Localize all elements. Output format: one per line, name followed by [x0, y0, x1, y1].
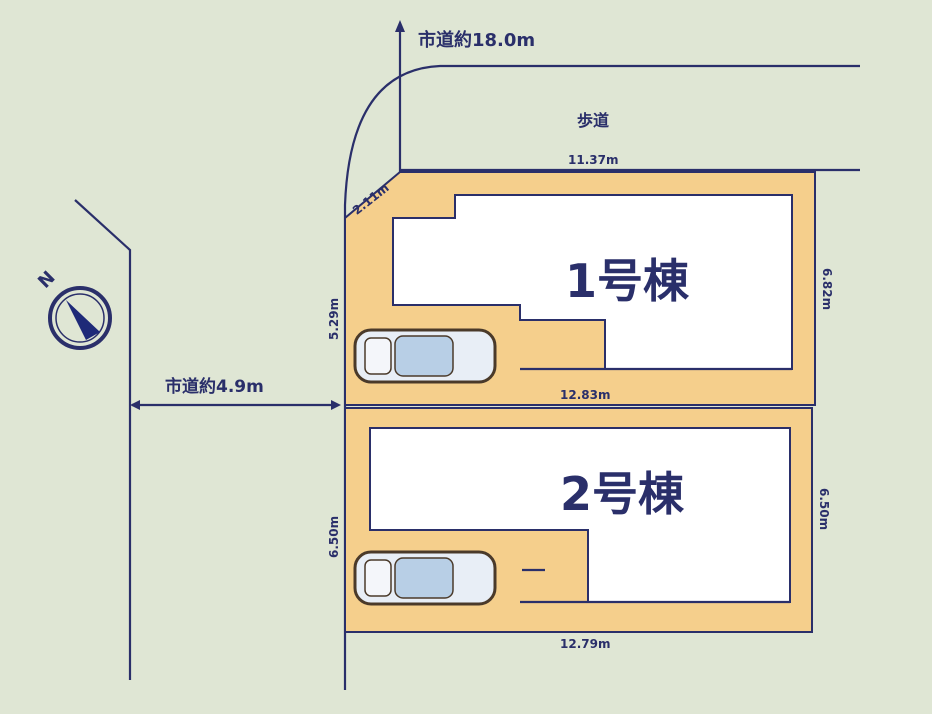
lot1-right-dimension: 6.82m: [820, 268, 834, 310]
north-road-edge: [343, 64, 860, 206]
lot1-bottom-dimension: 12.83m: [560, 388, 610, 402]
car-icon: [353, 328, 497, 384]
west-road-edge: [74, 199, 132, 680]
sidewalk-label: 歩道: [577, 111, 609, 130]
lot2-right-dimension: 6.50m: [817, 488, 831, 530]
building-1: [392, 194, 793, 370]
lot2-left-dimension: 6.50m: [327, 516, 341, 558]
compass-north-label: N: [34, 267, 60, 293]
car-icon: [353, 550, 497, 606]
arrow-head-icon: [395, 20, 405, 32]
north-road-label: 市道約18.0m: [418, 29, 535, 51]
lot1-top-dimension: 11.37m: [568, 153, 618, 167]
lot1-left-dimension: 5.29m: [327, 298, 341, 340]
lot2-bottom-dimension: 12.79m: [560, 637, 610, 651]
building-2-label: 2号棟: [560, 467, 685, 521]
arrow-head-icon: [331, 400, 341, 410]
west-road-label: 市道約4.9m: [165, 376, 264, 397]
arrow-head-icon: [130, 400, 140, 410]
north-compass-icon: N: [34, 267, 112, 350]
building-1-label: 1号棟: [565, 254, 690, 308]
